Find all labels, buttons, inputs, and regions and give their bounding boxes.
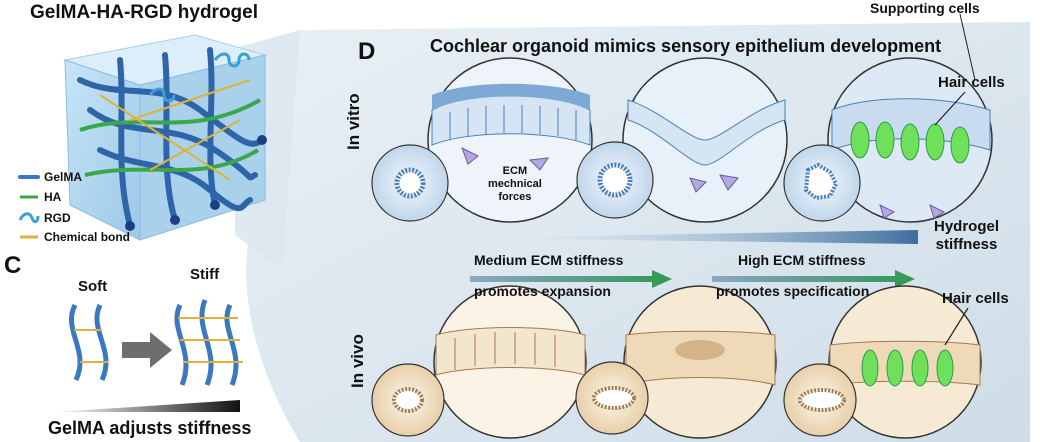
high-ecm-label: High ECM stiffness <box>738 252 866 268</box>
row-label-in-vivo: In vivo <box>348 334 367 388</box>
supporting-cells-pointer <box>959 13 976 81</box>
legend-chemical-bond: Chemical bond <box>44 230 131 244</box>
supporting-cells-label: Supporting cells <box>870 0 980 16</box>
vivo-small-circle-2 <box>575 361 649 435</box>
vitro-circle-3 <box>827 57 993 223</box>
hair-cells-bottom-label: Hair cells <box>942 290 1009 307</box>
hydrogel-cube <box>63 34 267 241</box>
vivo-small-circle-3 <box>783 363 857 437</box>
vitro-small-circle-3 <box>783 144 861 222</box>
vivo-circle-2 <box>623 285 777 439</box>
legend-ha: HA <box>44 190 62 204</box>
soft-network <box>68 303 109 382</box>
promotes-expansion-label: promotes expansion <box>474 283 611 299</box>
panel-c-letter: C <box>4 252 22 279</box>
vitro-circle-1 <box>427 57 593 223</box>
legend-rgd: RGD <box>44 211 71 225</box>
panel-b-title: GelMA-HA-RGD hydrogel <box>30 2 258 23</box>
panel-d-letter: D <box>358 38 376 65</box>
vitro-circle-2 <box>622 57 788 223</box>
vitro-small-circle-2 <box>576 141 654 219</box>
hair-cells-top-label: Hair cells <box>938 74 1005 91</box>
arrow-specification <box>712 270 915 288</box>
hydrogel-stiffness-bar <box>470 230 918 244</box>
hair-cells-bottom-pointer <box>944 307 969 346</box>
vivo-circle-1 <box>433 285 587 439</box>
ecm-forces-label: ECM mechnical forces <box>488 165 542 203</box>
row-label-in-vitro: In vitro <box>344 93 363 150</box>
stiff-network <box>174 299 243 386</box>
stiff-label: Stiff <box>190 266 220 283</box>
hydrogel-stiffness-label: Hydrogel stiffness <box>934 218 1000 253</box>
legend-swatches <box>18 175 40 239</box>
vitro-small-circle-1 <box>371 144 449 222</box>
arrow-expansion <box>470 270 672 288</box>
panel-c-caption: GelMA adjusts stiffness <box>48 418 252 438</box>
hair-cells-top-pointer <box>934 91 966 126</box>
legend-gelma: GelMA <box>44 170 83 184</box>
soft-to-stiff-arrow <box>122 332 172 368</box>
promotes-specification-label: promotes specification <box>716 283 870 299</box>
panel-d-title: Cochlear organoid mimics sensory epithel… <box>430 36 942 56</box>
vivo-small-circle-1 <box>371 363 445 437</box>
soft-label: Soft <box>78 278 108 295</box>
vivo-circle-3 <box>828 285 982 439</box>
medium-ecm-label: Medium ECM stiffness <box>474 252 624 268</box>
stiffness-wedge <box>55 400 240 412</box>
